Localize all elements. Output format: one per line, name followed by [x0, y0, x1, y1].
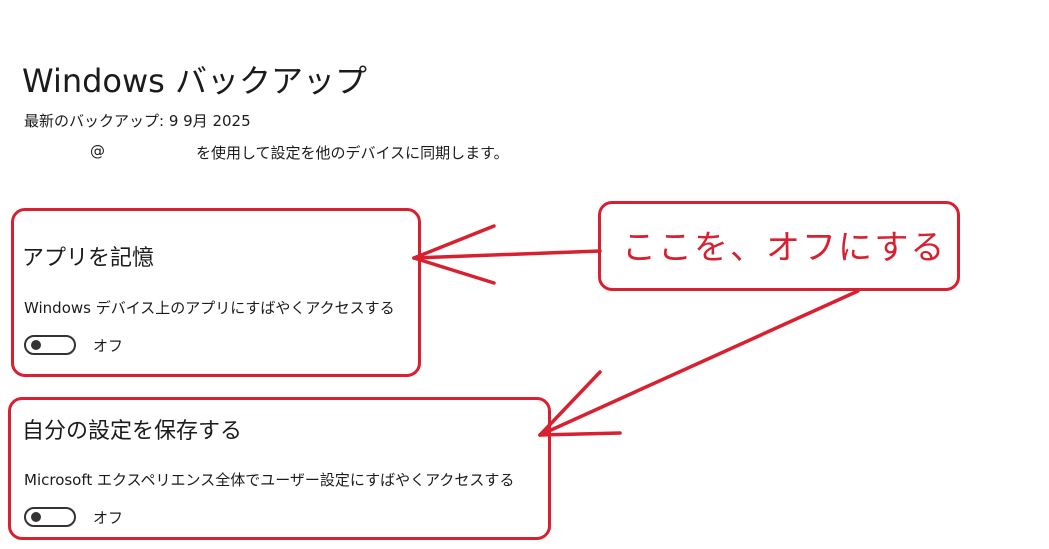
- save-preferences-toggle-label: オフ: [93, 509, 124, 527]
- last-backup-text: 最新のバックアップ: 9 9月 2025: [24, 112, 251, 130]
- sync-description: を使用して設定を他のデバイスに同期します。: [196, 144, 509, 162]
- arrow-shaft-top: [412, 249, 602, 260]
- remember-apps-toggle-label: オフ: [93, 337, 124, 355]
- arrow-head-top-upper: [412, 224, 496, 260]
- setting-remember-apps-description: Windows デバイス上のアプリにすばやくアクセスする: [24, 299, 395, 317]
- arrow-shaft-bottom: [538, 289, 860, 437]
- annotation-callout-text: ここを、オフにする: [622, 228, 947, 268]
- toggle-knob: [31, 340, 41, 350]
- arrow-head-bottom-lower: [538, 431, 622, 437]
- page-title: Windows バックアップ: [22, 62, 368, 100]
- setting-remember-apps-heading: アプリを記憶: [22, 246, 155, 271]
- toggle-knob: [31, 512, 41, 522]
- arrow-head-top-lower: [412, 256, 496, 285]
- setting-save-preferences-heading: 自分の設定を保存する: [22, 419, 243, 444]
- save-preferences-toggle[interactable]: [24, 507, 76, 527]
- annotation-box-remember-apps: [11, 208, 421, 377]
- sync-account-at: @: [90, 142, 105, 160]
- setting-save-preferences-description: Microsoft エクスペリエンス全体でユーザー設定にすばやくアクセスする: [24, 471, 515, 489]
- remember-apps-toggle[interactable]: [24, 335, 76, 355]
- annotation-box-save-preferences: [8, 397, 551, 540]
